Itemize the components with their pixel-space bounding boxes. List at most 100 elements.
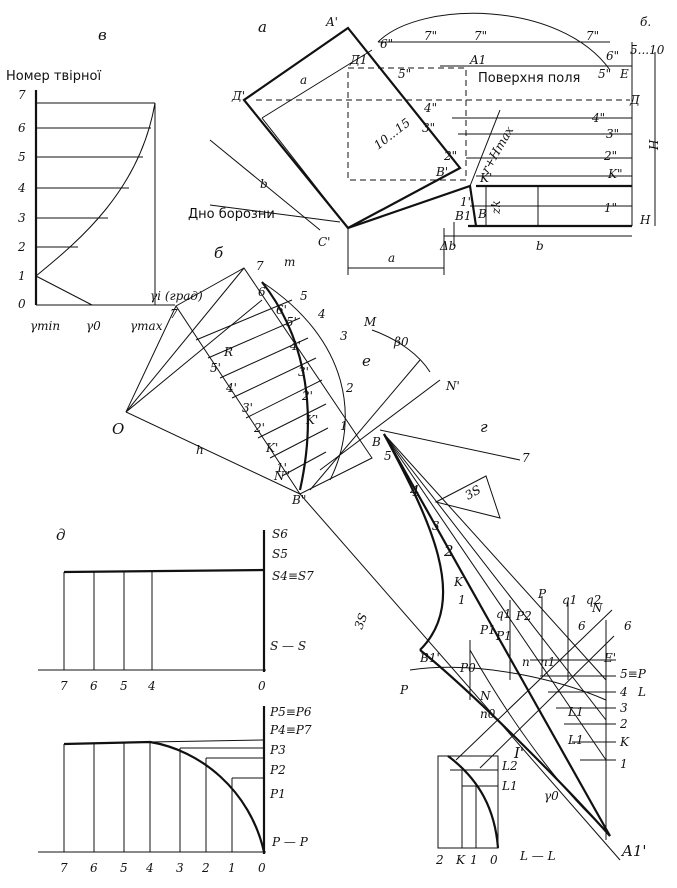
label-b: B	[477, 207, 487, 221]
chart-ll-tick-k: K	[455, 853, 466, 867]
panel-label-d: д	[56, 526, 66, 544]
view-g-ray-3	[383, 433, 607, 761]
view-a-dashed-frame	[347, 67, 467, 181]
section-ss-caption: S — S	[270, 639, 306, 653]
view-b-label-b-dd: B"	[291, 493, 306, 507]
graph-v-xlabel-gmin: γmin	[30, 319, 60, 333]
view-b-hatch-7	[269, 427, 329, 459]
label-c-prime: C'	[318, 235, 330, 249]
view-g-label-b1: B1'	[419, 651, 440, 665]
chart-ss-tick-4: 4	[147, 679, 156, 693]
view-g-p-curve	[409, 666, 607, 701]
view-g-label-1: 1	[458, 593, 466, 607]
generatrix-number-caption: Номер твірної	[6, 69, 101, 84]
view-b-label-1: 1	[340, 419, 348, 433]
view-g-ray-2	[383, 433, 607, 721]
gen-right-3: 3"	[606, 127, 619, 141]
view-g-inner-n-right: N	[591, 601, 603, 615]
graph-v-tick-3: 3	[18, 211, 26, 225]
label-d-prime: Д'	[231, 89, 245, 103]
chart-pp-tick-2: 2	[201, 861, 210, 875]
gen-right-2: 2"	[603, 149, 617, 163]
view-g-inner-l1b: L1	[567, 733, 584, 747]
view-b-inner-5: 5'	[210, 361, 221, 375]
view-b-hatch-8	[281, 451, 327, 477]
view-a-top-arc	[377, 12, 611, 71]
view-b-ray-top	[125, 267, 245, 413]
panel-label-a: а	[258, 18, 267, 36]
view-b-label-r: R	[223, 345, 233, 359]
chart-pp-top-line	[149, 739, 265, 743]
view-b-inner-3: 3'	[242, 401, 253, 415]
view-g-inner-6: 6	[578, 619, 586, 633]
top-mark-1: 7"	[424, 29, 437, 43]
top-mark-2: 7"	[474, 29, 487, 43]
graph-v-xlabel-gmax: γmax	[130, 319, 163, 333]
graph-v-tick-2: 2	[17, 240, 26, 254]
view-b-label-o: O	[112, 420, 124, 438]
view-g-inner-g0: γ0	[544, 789, 559, 803]
dim-a-bottom: a	[388, 251, 395, 265]
gen-right-4: 4"	[591, 111, 605, 125]
gen-left-4: 4"	[423, 101, 437, 115]
view-b-inner-k: K'	[265, 441, 278, 455]
chart-pp-tick-4: 4	[145, 861, 154, 875]
view-g-ll-box	[437, 755, 499, 849]
view-g: г B 5 4 3	[352, 418, 647, 867]
graph-v-tick-0: 0	[18, 297, 26, 311]
view-b-label-2: 2	[345, 381, 354, 395]
view-b-ray-r	[125, 299, 263, 413]
view-g-l-line	[479, 635, 615, 769]
label-h: H	[639, 213, 651, 227]
view-g-n-curve	[469, 649, 607, 831]
graph-v-tick-1: 1	[18, 269, 26, 283]
view-b-label-beta0: β0	[393, 335, 409, 349]
view-b-line-m	[309, 359, 421, 491]
view-g-ray-1	[383, 433, 607, 681]
chart-ll-tick-1: 1	[470, 853, 478, 867]
view-g-inner-p1b: P1	[495, 629, 512, 643]
view-b-outer-arc	[261, 281, 346, 481]
label-d: Д	[629, 93, 640, 107]
panel-label-b: б	[214, 244, 224, 262]
furrow-bottom-caption: Дно борозни	[188, 207, 275, 222]
view-b: б 7 m 6 5 4 3 2 1 R O h M N'	[112, 244, 621, 861]
view-g-left-curve	[383, 433, 445, 651]
chart-pp-label-p5: P5≡P6	[269, 705, 312, 719]
view-g-label-2: 2	[443, 542, 454, 560]
dim-b-bottom: b	[536, 239, 544, 253]
gen-left-3: 3"	[422, 121, 435, 135]
view-g-n-line	[455, 609, 613, 761]
view-a-dim-b-inclined	[209, 139, 321, 231]
view-b-hatch-5	[245, 379, 323, 419]
view-a-radius-line	[469, 109, 501, 187]
view-b-ray-7	[125, 305, 177, 413]
view-a-edge-line	[261, 117, 349, 229]
view-g-ll-curve	[447, 755, 500, 849]
view-g-label-n: N	[479, 689, 491, 703]
view-g-right-k: K	[619, 735, 630, 749]
view-g-label-p: P	[399, 683, 409, 697]
field-surface-caption: Поверхня поля	[478, 71, 580, 86]
view-g-inner-q1b: q1	[496, 607, 511, 621]
label-d1: Д1	[349, 53, 367, 67]
gen-left-5: 5"	[398, 67, 411, 81]
view-b-inner-3b: 3'	[298, 365, 309, 379]
view-a: а б. A' Д'	[188, 12, 665, 275]
view-g-right-3: 3	[620, 701, 628, 715]
view-b-inner-kb: K'	[305, 413, 318, 427]
view-g-label-4: 4	[409, 482, 420, 500]
view-b-inner-4b: 4'	[289, 339, 301, 353]
panel-label-v: в	[98, 26, 107, 44]
view-b-hatch-4	[231, 357, 317, 399]
view-b-label-5: 5	[300, 289, 308, 303]
view-g-label-3s-top: 3S	[463, 483, 484, 503]
chart-ll-right-l1: L1	[501, 779, 518, 793]
chart-ss-tick-5: 5	[120, 679, 128, 693]
chart-pp-tick-7: 7	[60, 861, 68, 875]
label-b1: B1	[454, 209, 471, 223]
view-b-inner-6: 6'	[276, 303, 287, 317]
view-b-inner-2b: 2'	[301, 389, 313, 403]
view-b-label-m: m	[284, 255, 295, 269]
